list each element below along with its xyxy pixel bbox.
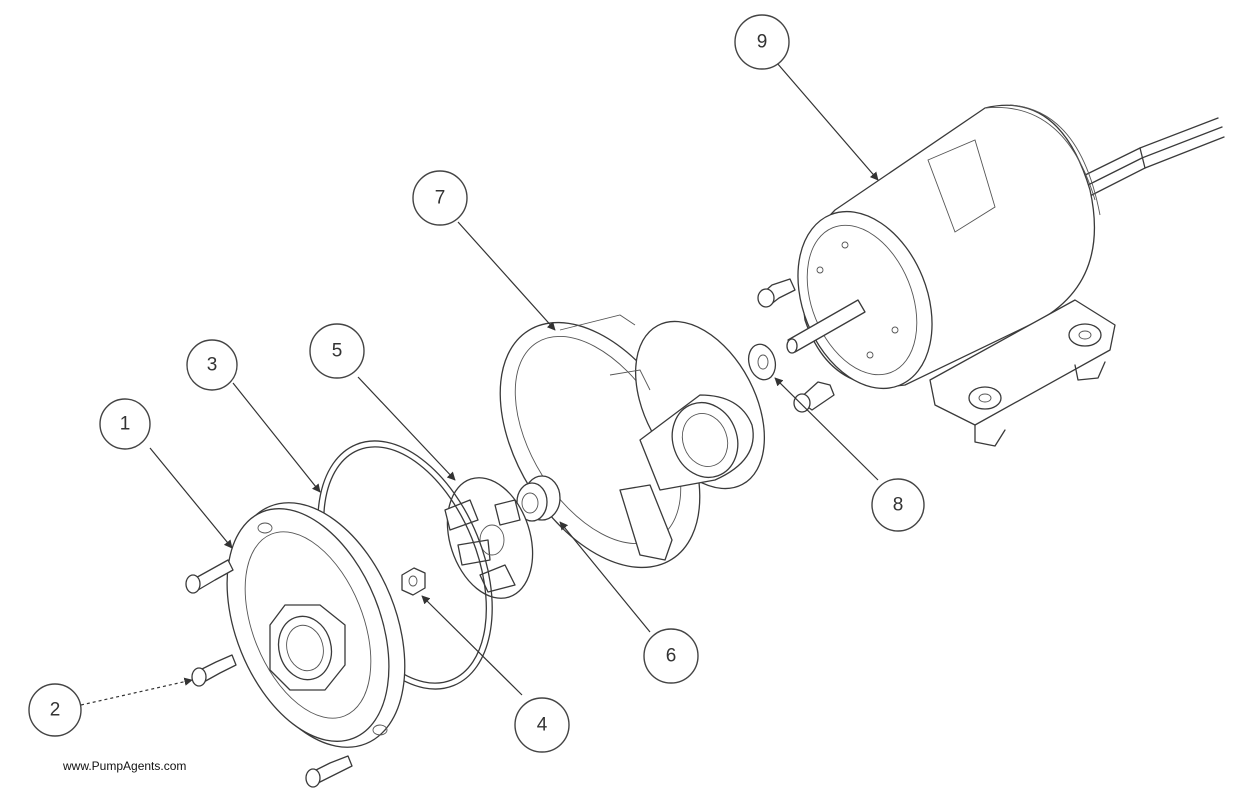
- callout-9: 9: [734, 14, 790, 70]
- cover-screw-bottom: [305, 755, 353, 788]
- svg-text:1: 1: [120, 414, 131, 435]
- callout-5: 5: [309, 323, 365, 379]
- svg-text:9: 9: [757, 32, 768, 53]
- callout-2: 2: [28, 683, 82, 737]
- cover-screw-middle: [191, 654, 237, 687]
- svg-text:2: 2: [50, 700, 61, 721]
- svg-text:8: 8: [893, 495, 904, 516]
- front-cover-part: [226, 502, 406, 748]
- callout-6: 6: [643, 628, 699, 684]
- motor-part: [786, 104, 1225, 447]
- impeller-part: [444, 477, 534, 599]
- motor-screw-bottom: [793, 381, 835, 413]
- callout-7: 7: [412, 170, 468, 226]
- svg-text:7: 7: [435, 188, 446, 209]
- svg-text:5: 5: [332, 341, 343, 362]
- callout-4: 4: [514, 697, 570, 753]
- svg-text:6: 6: [666, 646, 677, 667]
- svg-text:3: 3: [207, 355, 218, 376]
- callout-8: 8: [871, 478, 925, 532]
- cover-screw-top: [185, 559, 234, 594]
- motor-screw-top: [757, 278, 796, 308]
- leader-lines: [80, 62, 879, 706]
- callout-1: 1: [99, 398, 151, 450]
- website-credit: www.PumpAgents.com: [63, 759, 187, 773]
- callout-3: 3: [186, 339, 238, 391]
- seal-part: [516, 475, 561, 522]
- nut-part: [401, 567, 426, 596]
- svg-text:4: 4: [537, 715, 548, 736]
- washer-part: [747, 343, 777, 381]
